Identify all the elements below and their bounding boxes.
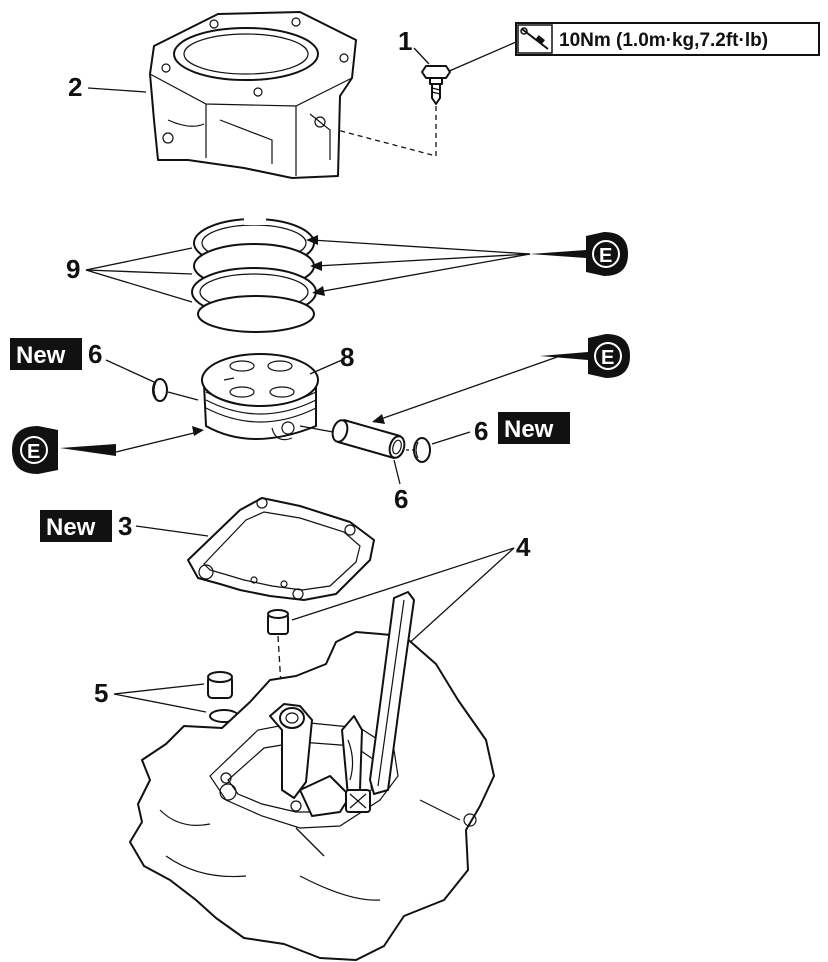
svg-text:New: New (46, 514, 96, 541)
torque-value: 10Nm (1.0m·kg,7.2ft·lb) (559, 30, 768, 51)
svg-text:New: New (504, 416, 554, 443)
engine-oil-icon: E (12, 426, 116, 474)
engine-oil-icon: E (530, 232, 628, 276)
torque-wrench-icon (517, 24, 553, 54)
svg-text:E: E (601, 347, 614, 369)
piston-pin (299, 419, 406, 459)
cylinder-base-gasket (187, 497, 375, 601)
connecting-rod (269, 703, 351, 817)
callout-2: 2 (68, 72, 82, 102)
cylinder-bolt (421, 65, 451, 105)
callout-9: 9 (66, 254, 80, 284)
piston-pin-clip-left (152, 378, 168, 402)
torque-spec: 10Nm (1.0m·kg,7.2ft·lb) (515, 22, 820, 56)
dowel-pin-1 (267, 609, 289, 635)
callout-3: 3 (118, 511, 132, 541)
callout-8: 8 (340, 342, 354, 372)
engine-oil-icon: E (540, 334, 630, 378)
cam-chain-guide (341, 591, 415, 797)
new-tag-gasket: New (40, 510, 112, 542)
callout-6-left: 6 (88, 339, 102, 369)
new-tag-right: New (498, 412, 570, 444)
callout-1: 1 (398, 26, 412, 56)
callout-6-right: 6 (474, 416, 488, 446)
piston-pin-clip-right (413, 437, 431, 463)
piston (201, 353, 319, 441)
cam-chain (345, 789, 371, 813)
piston-rings (191, 217, 317, 333)
callout-4: 4 (516, 532, 531, 562)
dowel-pin-3 (207, 671, 233, 699)
cylinder-body (149, 11, 357, 179)
svg-text:E: E (27, 441, 40, 463)
svg-text:New: New (16, 342, 66, 369)
new-tag-left: New (10, 338, 82, 370)
callout-5: 5 (94, 678, 108, 708)
callout-6-pin: 6 (394, 484, 408, 514)
svg-text:E: E (599, 245, 612, 267)
